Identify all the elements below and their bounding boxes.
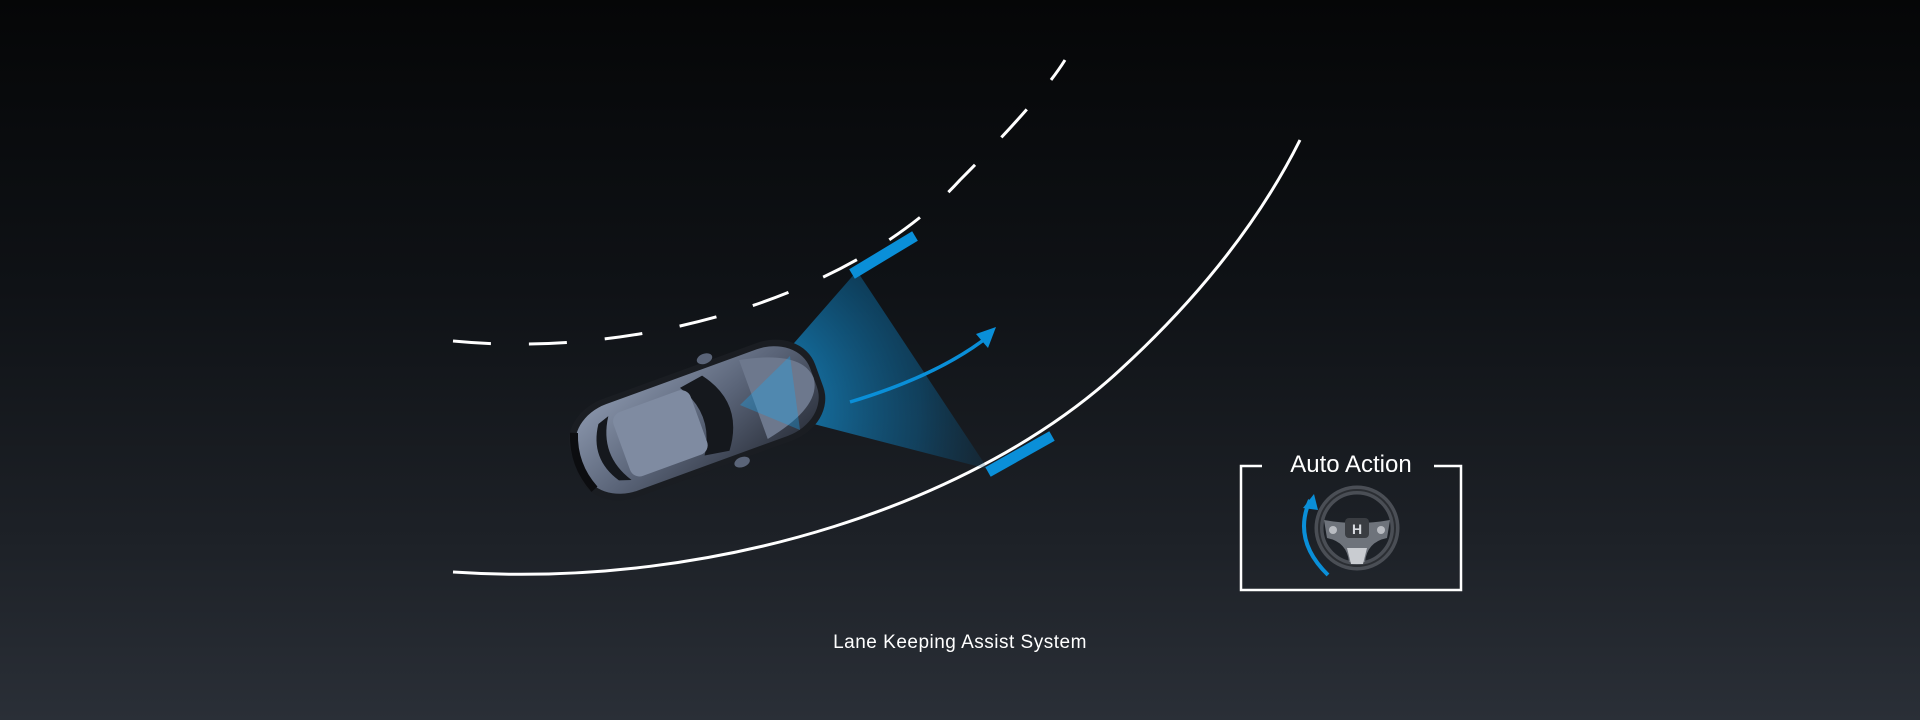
auto-action-badge: Auto Action H [1239, 451, 1463, 592]
svg-text:H: H [1352, 521, 1362, 537]
caption: Lane Keeping Assist System [833, 632, 1087, 653]
right-lane-detection-marker [985, 431, 1055, 477]
steering-wheel-icon: H [1314, 485, 1400, 571]
curved-arrow-icon [1302, 494, 1330, 577]
left-lane-detection-marker [849, 231, 918, 279]
curved-arrow-icon [849, 327, 996, 404]
dashed-lane-line [452, 59, 1067, 346]
solid-lane-line [452, 139, 1302, 576]
camera-cone-overlay [740, 356, 800, 430]
car-top-view-icon [568, 339, 826, 501]
auto-action-label: Auto Action [1290, 451, 1411, 478]
